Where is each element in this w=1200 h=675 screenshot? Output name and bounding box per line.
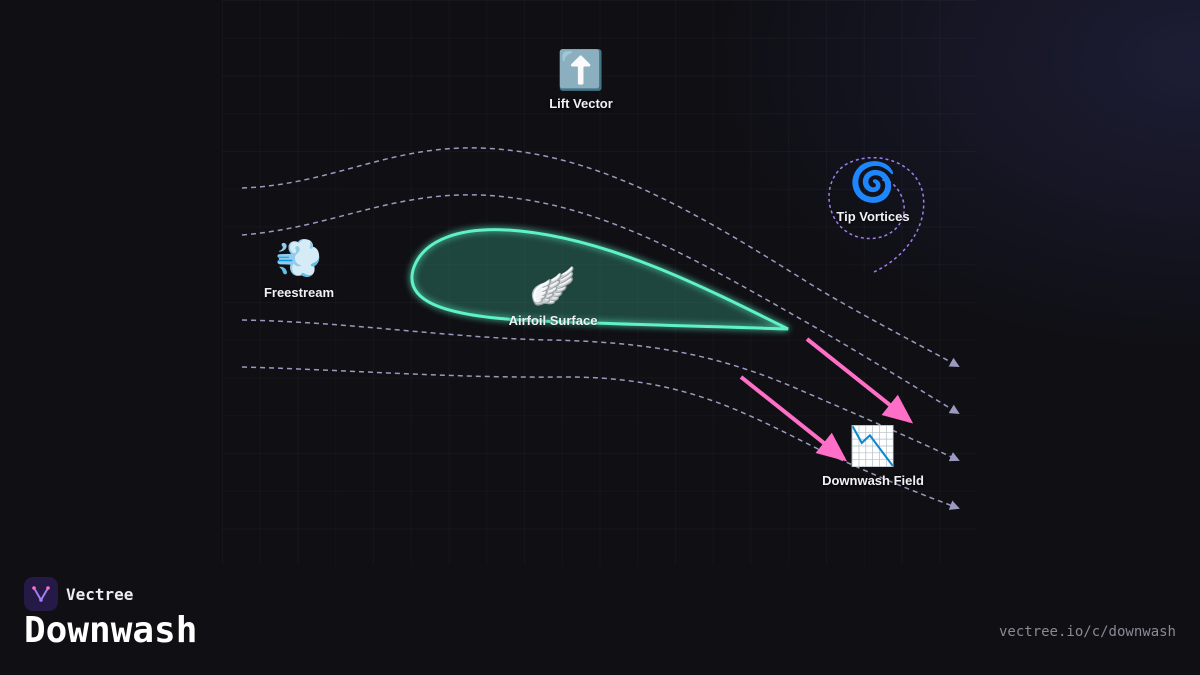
- downwash-arrow-2: [739, 375, 848, 462]
- page-url[interactable]: vectree.io/c/downwash: [998, 624, 1176, 640]
- airfoil-shape: [410, 228, 789, 331]
- streamline-3: [241, 319, 960, 462]
- freestream-label: Freestream: [263, 285, 335, 300]
- chart-decreasing-icon: 📉: [849, 426, 897, 468]
- lift-vector-label: Lift Vector: [549, 96, 613, 111]
- wing-icon: 🪽: [529, 266, 577, 308]
- downwash-field-label: Downwash Field: [822, 473, 924, 488]
- streamline-2: [241, 194, 960, 415]
- airfoil-surface-label: Airfoil Surface: [508, 313, 598, 328]
- vectree-logo-icon: [24, 577, 58, 611]
- dashing-away-icon: 💨: [275, 238, 323, 280]
- downwash-arrow-1: [805, 337, 914, 424]
- page-title: Downwash: [24, 610, 198, 651]
- tip-vortex-spiral: [828, 157, 925, 273]
- up-arrow-icon: ⬆️: [557, 50, 605, 92]
- brand-name: Vectree: [66, 584, 134, 604]
- streamline-4: [241, 366, 960, 510]
- cyclone-icon: 🌀: [849, 162, 897, 204]
- brand: Vectree: [24, 577, 133, 611]
- tip-vortices-label: Tip Vortices: [836, 209, 910, 224]
